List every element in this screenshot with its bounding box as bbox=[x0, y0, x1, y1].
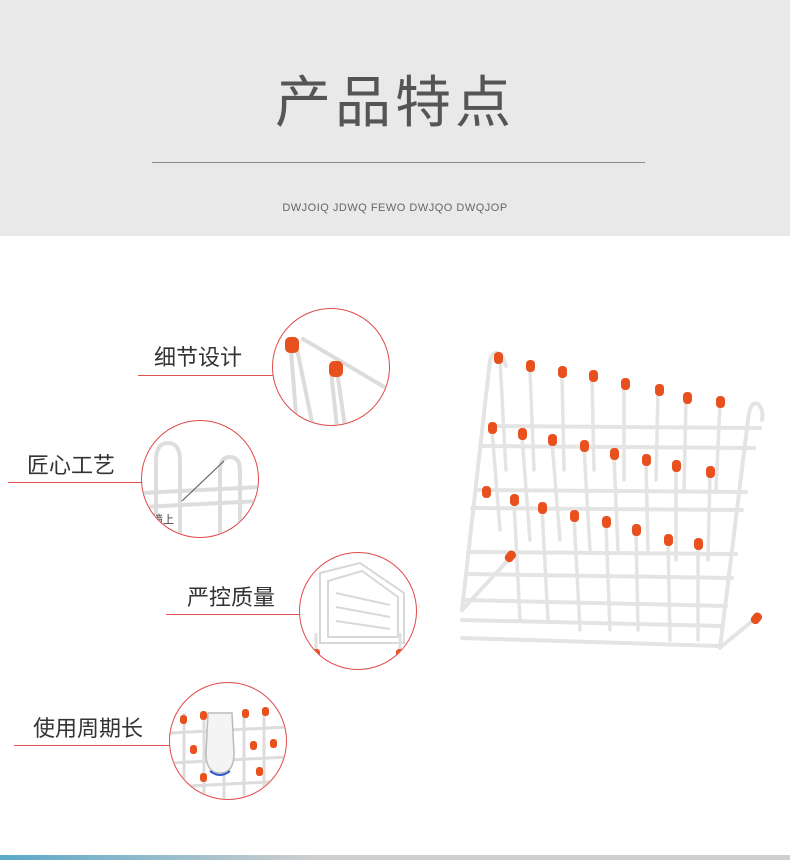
page-subtitle: DWJOIQ JDWQ FEWO DWJQO DWQJOP bbox=[282, 202, 508, 214]
feature-label-detail: 细节设计 bbox=[154, 346, 243, 371]
craft-zoom-circle: 墙上 bbox=[141, 420, 259, 538]
detail-zoom-circle bbox=[272, 308, 390, 426]
drying-rack-image bbox=[460, 350, 765, 650]
header-banner: 产品特点 DWJOIQ JDWQ FEWO DWJQO DWQJOP bbox=[0, 0, 790, 236]
title-divider bbox=[152, 162, 645, 163]
feature-label-lifespan: 使用周期长 bbox=[33, 717, 144, 742]
feature-label-craft: 匠心工艺 bbox=[27, 454, 116, 479]
feature-line-craft bbox=[8, 482, 158, 483]
feature-label-quality: 严控质量 bbox=[187, 586, 276, 611]
detail-zoom-image bbox=[285, 337, 389, 425]
feature-line-detail bbox=[138, 375, 288, 376]
quality-zoom-image bbox=[312, 561, 405, 663]
lifespan-zoom-image bbox=[170, 707, 286, 799]
craft-inner-caption: 墙上 bbox=[152, 513, 174, 526]
bottom-bar bbox=[0, 855, 790, 860]
feature-line-quality bbox=[166, 614, 316, 615]
craft-zoom-image bbox=[142, 440, 258, 537]
lifespan-zoom-circle bbox=[169, 682, 287, 800]
quality-zoom-circle bbox=[299, 552, 417, 670]
page-title: 产品特点 bbox=[275, 71, 515, 136]
feature-line-lifespan bbox=[14, 745, 174, 746]
